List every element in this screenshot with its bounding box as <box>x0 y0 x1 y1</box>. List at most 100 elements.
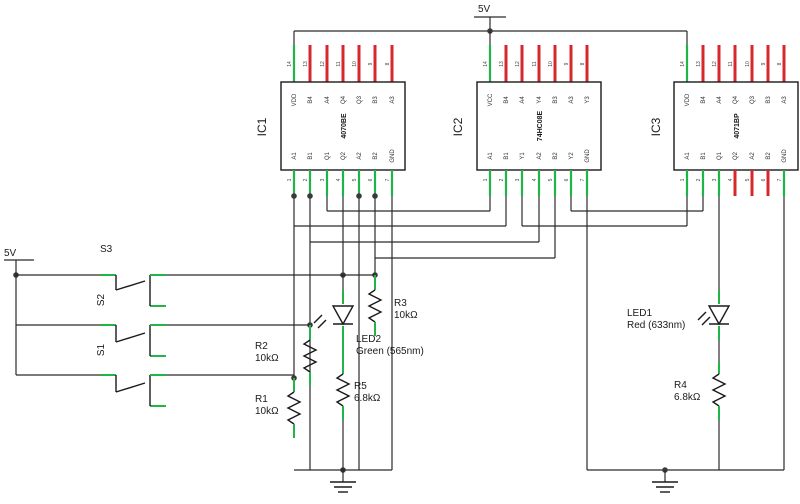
ic1-pin1-label: A1 <box>292 152 298 160</box>
led2-ref: LED2 <box>356 334 381 345</box>
ic3-num1: 1 <box>680 178 686 181</box>
r1-value: 10kΩ <box>255 406 279 417</box>
ic3-pin6-label: B2 <box>766 152 772 160</box>
s2-label: S2 <box>96 293 107 306</box>
ic2-num13: 13 <box>499 61 505 67</box>
ic3-num8: 8 <box>777 62 783 65</box>
ic2-pin9-label: A3 <box>569 96 575 104</box>
s3-label: S3 <box>100 244 113 255</box>
ic2-pin11-label: Y4 <box>537 96 543 104</box>
ic1-num13: 13 <box>303 61 309 67</box>
ic3-num13: 13 <box>696 61 702 67</box>
ic1-num5: 5 <box>352 178 358 181</box>
top-5v-supply: 5V <box>293 4 688 45</box>
ic3-num14: 14 <box>680 61 686 67</box>
ground-symbol-left <box>330 470 356 493</box>
resistor-r1[interactable]: R1 10kΩ <box>255 378 302 438</box>
ic3-pin12-label: A4 <box>717 96 723 104</box>
ic2-num10: 10 <box>548 61 554 67</box>
ic2-num2: 2 <box>499 178 505 181</box>
ic3-pin13-label: B4 <box>701 96 707 104</box>
r3-ref: R3 <box>394 298 407 309</box>
ic3-pin11-label: Q4 <box>733 95 739 104</box>
ic3-pin7-label: GND <box>782 149 788 163</box>
ic3-num12: 12 <box>712 61 718 67</box>
ic1[interactable]: IC1 4070BE VDD B4 A4 Q4 Q3 B3 A3 A1 B1 Q… <box>255 45 406 196</box>
ic1-num3: 3 <box>320 178 326 181</box>
ic2-num1: 1 <box>483 178 489 181</box>
ic3-pin5-label: A2 <box>750 152 756 160</box>
ic2-pin5-label: B2 <box>553 152 559 160</box>
ic2-num7: 7 <box>580 178 586 181</box>
resistor-r4[interactable]: R4 6.8kΩ <box>674 340 727 470</box>
ic1-pin5-label: A2 <box>357 152 363 160</box>
switch-bottom[interactable] <box>100 374 294 407</box>
ic2-num6: 6 <box>564 178 570 181</box>
ic1-body <box>280 81 406 171</box>
ic2-pin6-label: Y2 <box>569 152 575 160</box>
ic3-pin14-label: VDD <box>685 93 691 106</box>
led2-value: Green (565nm) <box>356 346 424 357</box>
ic3-body <box>673 81 799 171</box>
ic1-num1: 1 <box>287 178 293 181</box>
ic1-num11: 11 <box>336 61 342 66</box>
r3-value: 10kΩ <box>394 310 418 321</box>
ic2-pin12-label: A4 <box>520 96 526 104</box>
ic2[interactable]: IC2 74HC08E VCC B4 A4 Y4 B3 A3 Y3 A1 B1 … <box>451 45 602 196</box>
ic2-pin8-label: Y3 <box>585 96 591 104</box>
r5-ref: R5 <box>354 381 367 392</box>
left-5v-label: 5V <box>4 248 17 259</box>
wire-net <box>13 193 785 473</box>
ic1-num8: 8 <box>385 62 391 65</box>
ic3-num6: 6 <box>761 178 767 181</box>
led1-ref: LED1 <box>627 308 652 319</box>
resistor-r3[interactable]: R3 10kΩ <box>367 275 418 336</box>
ic3-num2: 2 <box>696 178 702 181</box>
ic1-pin4-label: Q2 <box>341 151 347 160</box>
ic2-pin2-label: B1 <box>504 152 510 160</box>
ic1-num2: 2 <box>303 178 309 181</box>
led1-value: Red (633nm) <box>627 320 685 331</box>
ic1-pin13-label: B4 <box>308 96 314 104</box>
ic1-num6: 6 <box>368 178 374 181</box>
r4-ref: R4 <box>674 380 687 391</box>
ic3-pin1-label: A1 <box>685 152 691 160</box>
ground-symbol-right <box>652 470 678 493</box>
ic2-num11: 11 <box>532 61 538 66</box>
ic1-pin7-label: GND <box>390 149 396 163</box>
ic3-pin4-label: Q2 <box>733 151 739 160</box>
ic2-pin1-label: A1 <box>488 152 494 160</box>
ic3-num11: 11 <box>728 61 734 66</box>
ic2-pin4-label: A2 <box>537 152 543 160</box>
ic1-pin3-label: Q1 <box>325 151 331 160</box>
ic3-pin9-label: B3 <box>766 96 772 104</box>
ic3-pin2-label: B1 <box>701 152 707 160</box>
led2[interactable]: LED2 Green (565nm) <box>313 290 424 357</box>
resistor-r5[interactable]: R5 6.8kΩ <box>335 340 381 470</box>
ic3-pin3-label: Q1 <box>717 151 723 160</box>
ic1-ref: IC1 <box>255 117 269 136</box>
ic3-num4: 4 <box>728 178 734 181</box>
ic1-num9: 9 <box>368 62 374 65</box>
resistor-r2[interactable]: R2 10kΩ <box>255 325 318 386</box>
left-5v-supply: 5V <box>4 248 100 376</box>
s1-label: S1 <box>96 343 107 356</box>
ic2-num8: 8 <box>580 62 586 65</box>
ic2-num3: 3 <box>515 178 521 181</box>
switch-s3[interactable]: S3 S2 <box>96 244 375 307</box>
ic3-num3: 3 <box>712 178 718 181</box>
ic2-num12: 12 <box>515 61 521 67</box>
switch-s1[interactable]: S1 <box>96 324 310 357</box>
led1[interactable]: LED1 Red (633nm) <box>627 290 731 340</box>
ic2-body <box>476 81 602 171</box>
ic2-pin7-label: GND <box>585 149 591 163</box>
ic1-part: 4070BE <box>341 113 348 139</box>
ic1-pin8-label: A3 <box>390 96 396 104</box>
ic1-pin2-label: B1 <box>308 152 314 160</box>
ic3-ref: IC3 <box>649 117 663 136</box>
ic2-ref: IC2 <box>451 117 465 136</box>
ic1-pin10-label: Q3 <box>357 95 363 104</box>
ic3[interactable]: IC3 4071BP VDD B4 A4 Q4 Q3 B3 A3 A1 B1 Q… <box>649 45 799 196</box>
ic1-pin11-label: Q4 <box>341 95 347 104</box>
